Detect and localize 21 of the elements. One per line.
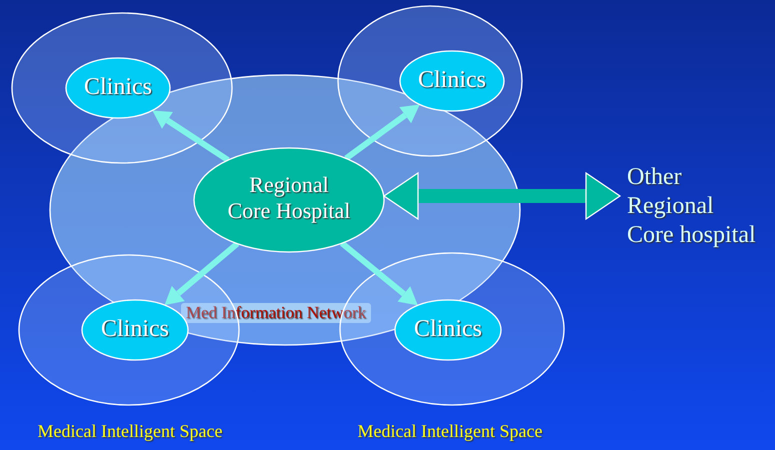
arrow: [344, 104, 420, 161]
node-label: Clinics: [416, 66, 487, 95]
clinic-ellipse: [400, 51, 504, 111]
space-label: Medical Intelligent Space: [356, 421, 544, 443]
arrow: [152, 110, 230, 163]
node-label: Clinics: [100, 315, 170, 344]
node-label: Regional Core Hospital: [226, 172, 352, 225]
space-ellipse: [338, 6, 522, 156]
arrow: [383, 172, 621, 220]
hospital-ellipse: [194, 148, 384, 252]
node-label: Other Regional Core hospital: [627, 163, 757, 250]
arrow: [164, 241, 240, 306]
space-ellipse: [12, 13, 232, 163]
space-label: Medical Intelligent Space: [36, 421, 224, 443]
clinic-ellipse: [66, 58, 170, 118]
node-label: Clinics: [412, 315, 483, 344]
network-label: Med Information Network: [181, 303, 371, 324]
arrow: [340, 240, 418, 306]
clinic-ellipse: [82, 300, 188, 360]
clinic-ellipse: [395, 300, 501, 360]
node-label: Clinics: [82, 73, 153, 102]
